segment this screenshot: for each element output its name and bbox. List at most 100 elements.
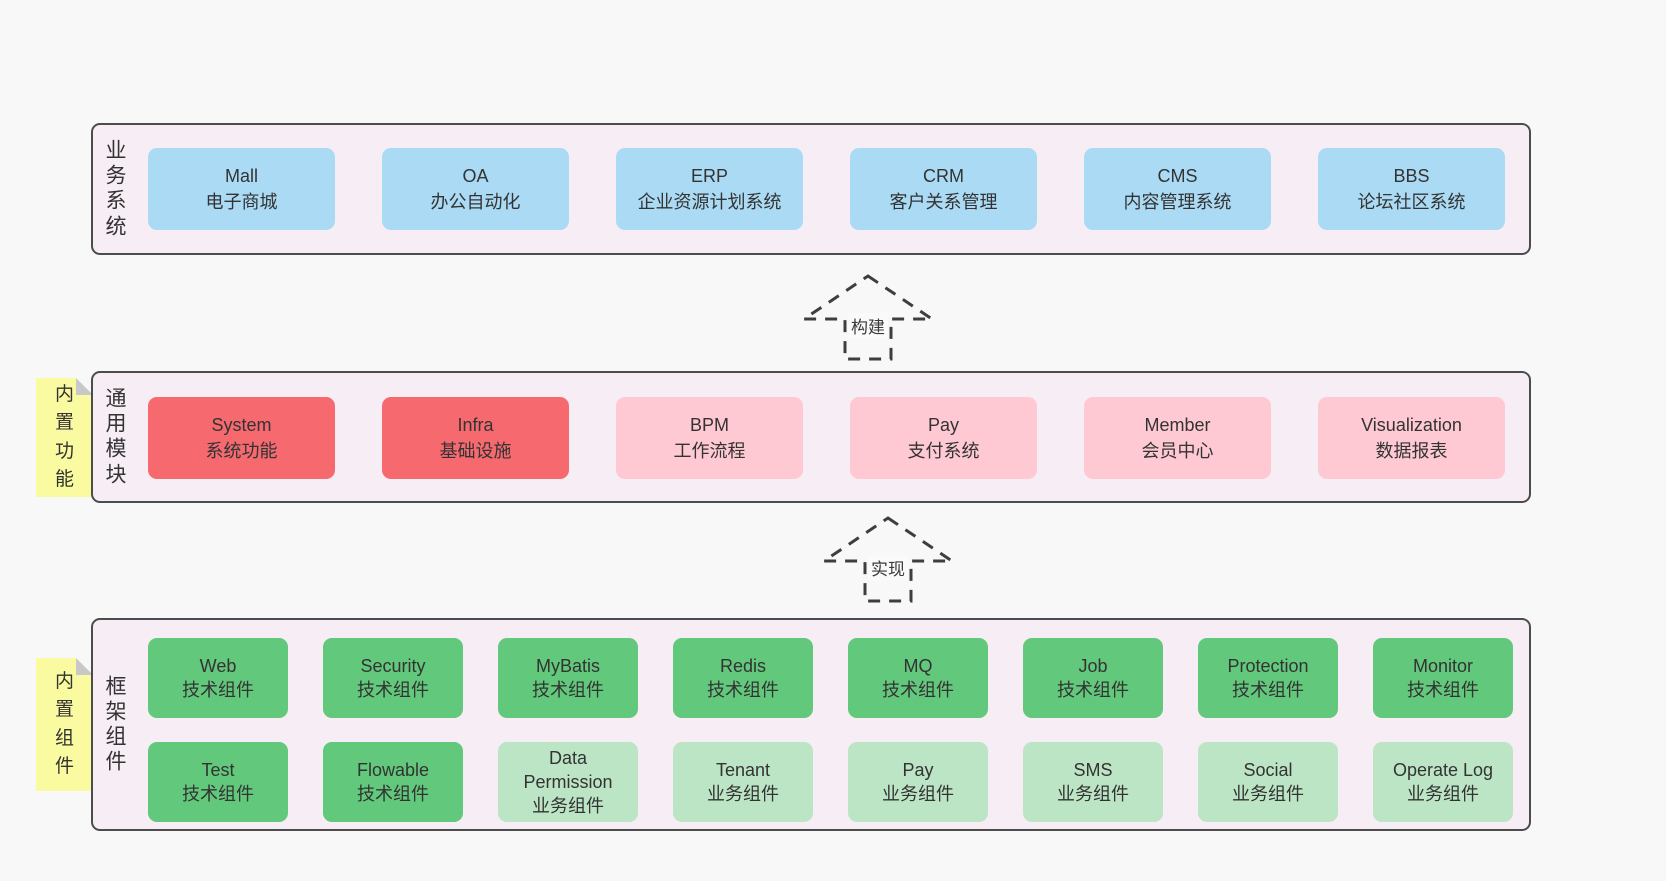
box-mybatis: MyBatis 技术组件	[498, 638, 638, 718]
implement-arrow-label: 实现	[868, 555, 908, 580]
box-pay-component: Pay 业务组件	[848, 742, 988, 822]
box-name: Operate Log	[1392, 759, 1494, 780]
box-name: Job	[1078, 655, 1108, 676]
sticky-built-in-functions: 内置功能	[36, 378, 93, 497]
box-desc: 技术组件	[357, 680, 429, 700]
box-desc: 支付系统	[907, 441, 980, 461]
box-flowable: Flowable 技术组件	[323, 742, 463, 822]
box-desc: 业务组件	[1057, 784, 1129, 804]
box-name: Mall	[224, 165, 258, 186]
up-arrow-icon	[802, 274, 934, 361]
box-name: Flowable	[356, 759, 430, 780]
box-data-permission: Data Permission 业务组件	[498, 742, 638, 822]
box-member: Member 会员中心	[1084, 397, 1271, 479]
layer-business-systems-label: 业务系统	[105, 139, 127, 239]
box-name: Redis	[719, 655, 767, 676]
box-name: Member	[1144, 414, 1211, 435]
box-monitor: Monitor 技术组件	[1373, 638, 1513, 718]
build-arrow-label: 构建	[848, 313, 888, 338]
framework-components-row-2: Test 技术组件 Flowable 技术组件 Data Permission …	[148, 742, 1513, 822]
box-redis: Redis 技术组件	[673, 638, 813, 718]
box-desc: 企业资源计划系统	[637, 192, 782, 212]
box-desc: 办公自动化	[430, 192, 521, 212]
box-name: Pay	[902, 759, 934, 780]
box-name: ERP	[690, 165, 728, 186]
up-arrow-icon	[822, 516, 954, 603]
box-name: SMS	[1073, 759, 1113, 780]
box-system: System 系统功能	[148, 397, 335, 479]
box-bbs: BBS 论坛社区系统	[1318, 148, 1505, 230]
box-infra: Infra 基础设施	[382, 397, 569, 479]
box-name: BPM	[689, 414, 729, 435]
box-desc: 业务组件	[532, 796, 604, 817]
layer-framework-components: 框架组件 Web 技术组件 Security 技术组件 MyBatis 技术组件…	[91, 618, 1531, 831]
box-visualization: Visualization 数据报表	[1318, 397, 1505, 479]
box-name: Social	[1243, 759, 1293, 780]
box-desc: 论坛社区系统	[1357, 192, 1466, 212]
box-desc: 技术组件	[532, 680, 604, 700]
box-name: Tenant	[715, 759, 771, 780]
box-desc: 技术组件	[1232, 680, 1304, 700]
box-name: Test	[201, 759, 235, 780]
box-test: Test 技术组件	[148, 742, 288, 822]
box-name: Monitor	[1412, 655, 1474, 676]
box-pay-system: Pay 支付系统	[850, 397, 1037, 479]
box-desc: 内容管理系统	[1123, 192, 1232, 212]
box-desc: 技术组件	[357, 784, 429, 804]
box-name: Pay	[927, 414, 960, 435]
box-desc: 电子商城	[205, 192, 278, 212]
box-cms: CMS 内容管理系统	[1084, 148, 1271, 230]
box-name: CRM	[923, 165, 964, 186]
box-desc: 会员中心	[1141, 441, 1214, 461]
box-desc: 业务组件	[1407, 784, 1479, 804]
box-oa: OA 办公自动化	[382, 148, 569, 230]
box-name: MyBatis	[535, 655, 600, 676]
box-desc: 技术组件	[882, 680, 954, 700]
sticky-built-in-components: 内置组件	[36, 658, 93, 791]
box-sms: SMS 业务组件	[1023, 742, 1163, 822]
box-job: Job 技术组件	[1023, 638, 1163, 718]
box-web: Web 技术组件	[148, 638, 288, 718]
box-name: MQ	[903, 655, 933, 676]
box-protection: Protection 技术组件	[1198, 638, 1338, 718]
box-desc: 技术组件	[707, 680, 779, 700]
box-name: CMS	[1157, 165, 1198, 186]
layer-common-modules-label: 通用模块	[105, 387, 127, 487]
box-desc: 技术组件	[182, 680, 254, 700]
box-mq: MQ 技术组件	[848, 638, 988, 718]
build-arrow: 构建	[802, 274, 934, 362]
box-social: Social 业务组件	[1198, 742, 1338, 822]
box-name: BBS	[1393, 165, 1430, 186]
box-security: Security 技术组件	[323, 638, 463, 718]
box-desc: 基础设施	[439, 441, 512, 461]
layer-business-systems: 业务系统 Mall 电子商城 OA 办公自动化 ERP 企业资源计划系统 CRM…	[91, 123, 1531, 255]
common-modules-row: System 系统功能 Infra 基础设施 BPM 工作流程 Pay 支付系统…	[148, 397, 1505, 479]
box-name: Visualization	[1361, 414, 1462, 435]
box-bpm: BPM 工作流程	[616, 397, 803, 479]
box-name: Web	[199, 655, 237, 676]
box-name: Data Permission	[523, 747, 613, 792]
box-crm: CRM 客户关系管理	[850, 148, 1037, 230]
sticky-label: 内置组件	[54, 670, 74, 777]
box-desc: 技术组件	[182, 784, 254, 804]
box-desc: 客户关系管理	[889, 192, 998, 212]
box-operate-log: Operate Log 业务组件	[1373, 742, 1513, 822]
implement-arrow: 实现	[822, 516, 954, 604]
box-mall: Mall 电子商城	[148, 148, 335, 230]
business-systems-row: Mall 电子商城 OA 办公自动化 ERP 企业资源计划系统 CRM 客户关系…	[148, 148, 1505, 230]
box-desc: 业务组件	[1232, 784, 1304, 804]
box-desc: 工作流程	[673, 441, 746, 461]
layer-framework-components-label: 框架组件	[105, 675, 127, 774]
box-name: System	[211, 414, 272, 435]
box-desc: 技术组件	[1407, 680, 1479, 700]
box-desc: 业务组件	[707, 784, 779, 804]
box-name: Security	[360, 655, 426, 676]
box-name: Infra	[457, 414, 494, 435]
box-desc: 系统功能	[205, 441, 278, 461]
box-erp: ERP 企业资源计划系统	[616, 148, 803, 230]
layer-common-modules: 通用模块 System 系统功能 Infra 基础设施 BPM 工作流程 Pay…	[91, 371, 1531, 503]
box-desc: 业务组件	[882, 784, 954, 804]
framework-components-row-1: Web 技术组件 Security 技术组件 MyBatis 技术组件 Redi…	[148, 638, 1513, 718]
sticky-label: 内置功能	[54, 383, 74, 490]
